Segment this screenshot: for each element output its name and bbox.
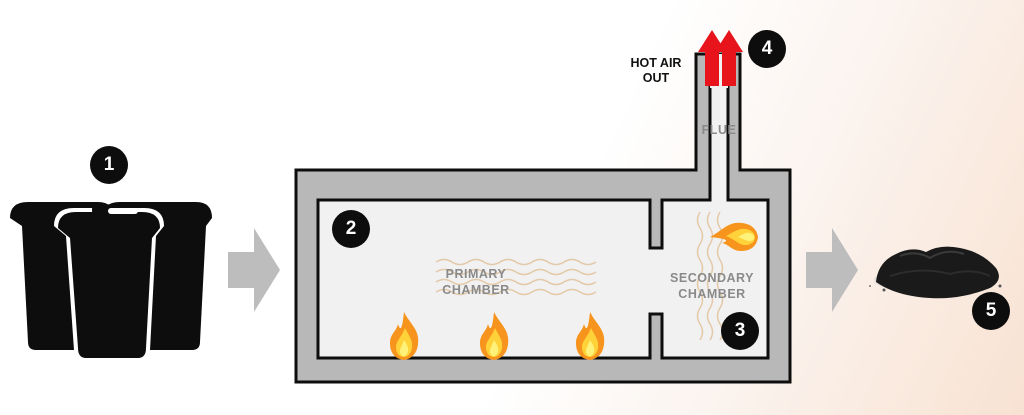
step-badge-2: 2 [332, 210, 370, 248]
secondary-chamber-line1: SECONDARY [670, 271, 754, 285]
arrow-bins-to-chamber [228, 228, 280, 312]
heat-waves-primary [435, 258, 597, 296]
step-badge-1: 1 [90, 146, 128, 184]
hot-air-out-line1: HOT AIR [630, 56, 682, 70]
secondary-chamber-line2: CHAMBER [678, 287, 746, 301]
hot-air-out-label: HOT AIR OUT [616, 56, 696, 86]
flue-label: FLUE [701, 123, 737, 137]
hot-air-out-line2: OUT [642, 71, 670, 85]
ash-pile-icon [869, 246, 1002, 299]
waste-bins-icon [10, 202, 212, 362]
step-badge-5: 5 [972, 292, 1010, 330]
hot-air-arrows-icon [698, 30, 743, 86]
secondary-chamber-label: SECONDARY CHAMBER [660, 270, 764, 302]
chamber-cavity [316, 84, 770, 360]
step-badge-4: 4 [748, 30, 786, 68]
primary-chamber-label: PRIMARY CHAMBER [436, 266, 516, 298]
primary-chamber-line1: PRIMARY [445, 267, 507, 281]
step-badge-3: 3 [721, 312, 759, 350]
arrow-chamber-to-ash [806, 228, 858, 312]
primary-chamber-line2: CHAMBER [442, 283, 510, 297]
